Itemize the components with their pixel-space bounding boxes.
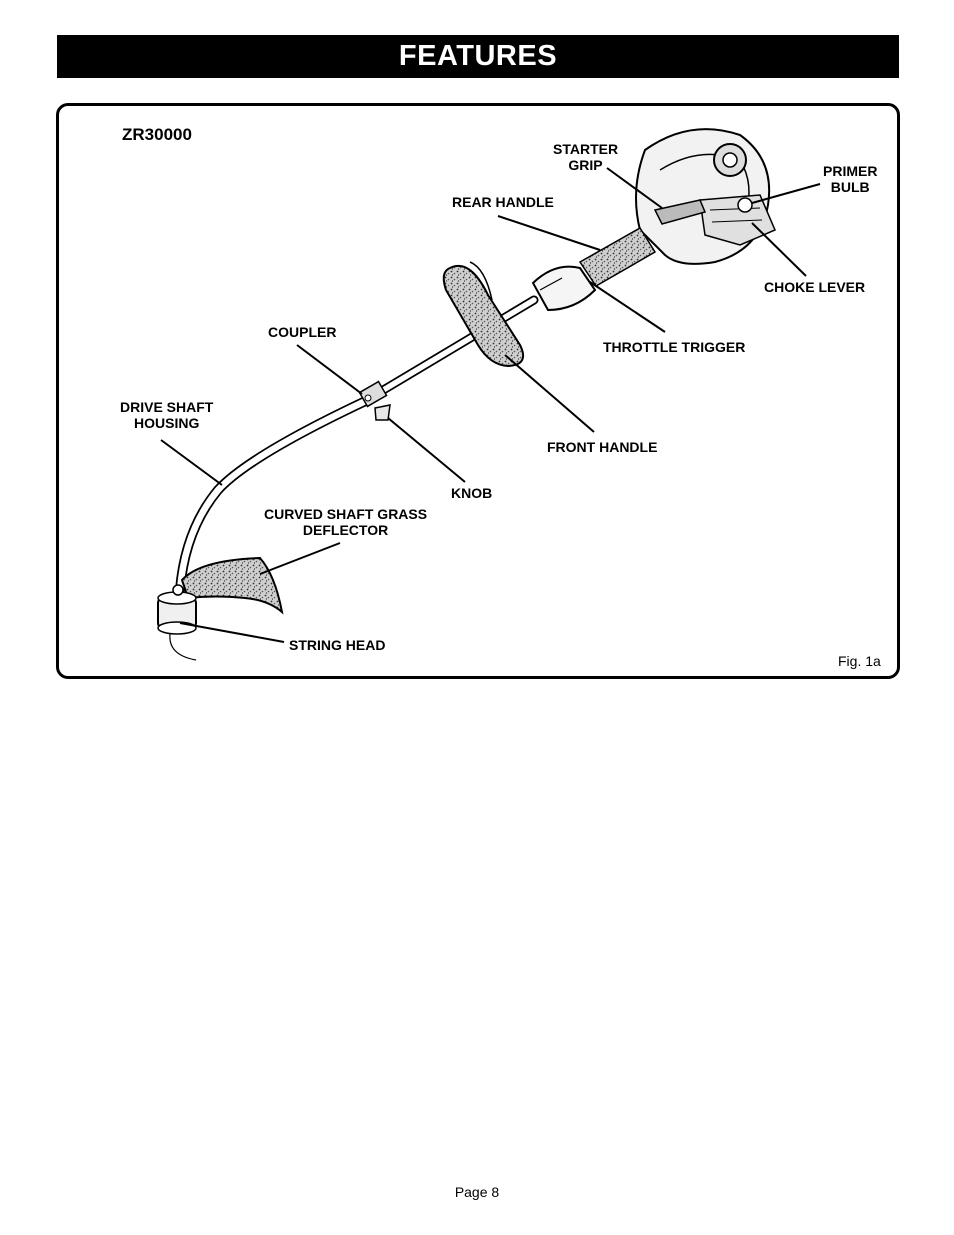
label-throttle-trigger: THROTTLE TRIGGER (603, 339, 746, 355)
label-coupler: COUPLER (268, 324, 337, 340)
label-primer-bulb: PRIMER BULB (823, 163, 878, 195)
engine-housing (635, 128, 776, 265)
label-string-head: STRING HEAD (289, 637, 386, 653)
section-header: FEATURES (57, 35, 899, 78)
label-knob: KNOB (451, 485, 493, 501)
throttle-housing-shape (531, 265, 597, 312)
label-drive-shaft-housing: DRIVE SHAFT HOUSING (120, 399, 214, 431)
figure-frame (56, 103, 900, 679)
page-title: FEATURES (398, 40, 558, 72)
label-rear-handle: REAR HANDLE (452, 194, 554, 210)
primer-bulb-shape (737, 197, 753, 213)
knob-shape (374, 404, 391, 421)
label-choke-lever: CHOKE LEVER (764, 279, 866, 295)
leader-lines (160, 167, 821, 643)
label-starter-grip: STARTER GRIP (553, 141, 619, 173)
figure-caption: Fig. 1a (838, 653, 881, 669)
label-front-handle: FRONT HANDLE (547, 439, 658, 455)
starter-grip-shape (653, 199, 707, 225)
grass-deflector-shape (180, 556, 284, 615)
front-handle-shape (442, 264, 524, 368)
rear-handle-shape (578, 226, 657, 288)
label-curved-shaft-grass-deflector: CURVED SHAFT GRASS DEFLECTOR (264, 506, 428, 538)
model-number: ZR30000 (122, 125, 192, 144)
page-number: Page 8 (454, 1184, 500, 1200)
string-head-shape (157, 584, 197, 661)
